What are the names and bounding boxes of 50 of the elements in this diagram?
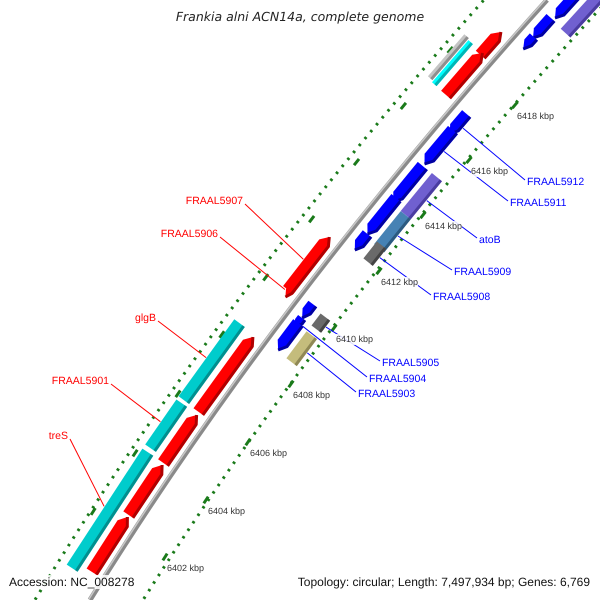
leader-line <box>220 236 286 290</box>
leader-line <box>426 200 478 238</box>
gene-feature <box>522 33 538 50</box>
tick-label: 6406 kbp <box>250 448 288 459</box>
tick-label: 6402 kbp <box>167 563 204 574</box>
gene-label: FRAAL5901 <box>52 375 109 387</box>
gene-label: FRAAL5904 <box>369 373 426 385</box>
tick-label: 6414 kbp <box>425 221 462 232</box>
gene-feature <box>123 464 164 519</box>
gene-bar <box>400 173 442 220</box>
gene-feature <box>476 32 502 60</box>
gene-feature <box>424 126 458 166</box>
tick-label: 6412 kbp <box>381 277 418 288</box>
gene-feature <box>194 336 254 416</box>
gene-feature <box>441 52 484 100</box>
leader-line <box>306 352 356 392</box>
tick-label: 6404 kbp <box>208 506 246 517</box>
leader-line <box>158 320 207 358</box>
leader-line <box>444 151 508 202</box>
tick-label: 6410 kbp <box>336 334 374 345</box>
map-info-text: Topology: circular; Length: 7,497,934 bp; Genes: 6,769 <box>298 575 590 589</box>
gene-label: FRAAL5903 <box>358 388 416 400</box>
gene-bar <box>560 0 600 38</box>
gene-feature <box>532 14 556 40</box>
map-title: Frankia alni ACN14a, complete genome <box>174 9 426 24</box>
gene-bar <box>312 314 330 333</box>
gene-feature <box>283 236 331 294</box>
tick-label: 6408 kbp <box>293 390 330 401</box>
leader-line <box>110 384 161 422</box>
tick-label: 6418 kbp <box>517 111 554 122</box>
gene-label: FRAAL5905 <box>382 357 440 369</box>
gene-bar <box>286 331 317 366</box>
gene-label: glgB <box>134 312 156 324</box>
gene-label: FRAAL5907 <box>186 195 243 207</box>
gene-feature <box>158 414 198 467</box>
leader-line <box>302 326 368 378</box>
gene-label: FRAAL5906 <box>160 228 218 240</box>
gene-label: treS <box>48 430 68 442</box>
gene-bar <box>363 241 386 266</box>
gene-label: FRAAL5912 <box>527 176 584 188</box>
gene-label: FRAAL5909 <box>454 266 512 278</box>
leader-line <box>462 128 526 180</box>
leader-line <box>397 236 452 270</box>
leader-line <box>70 438 105 507</box>
tick-label: 6416 kbp <box>471 166 508 177</box>
map-info-text: Accession: NC_008278 <box>9 575 134 589</box>
gene-label: atoB <box>479 234 501 246</box>
leader-line <box>244 204 304 260</box>
gene-label: FRAAL5911 <box>510 197 566 209</box>
gene-label: FRAAL5908 <box>433 291 490 303</box>
